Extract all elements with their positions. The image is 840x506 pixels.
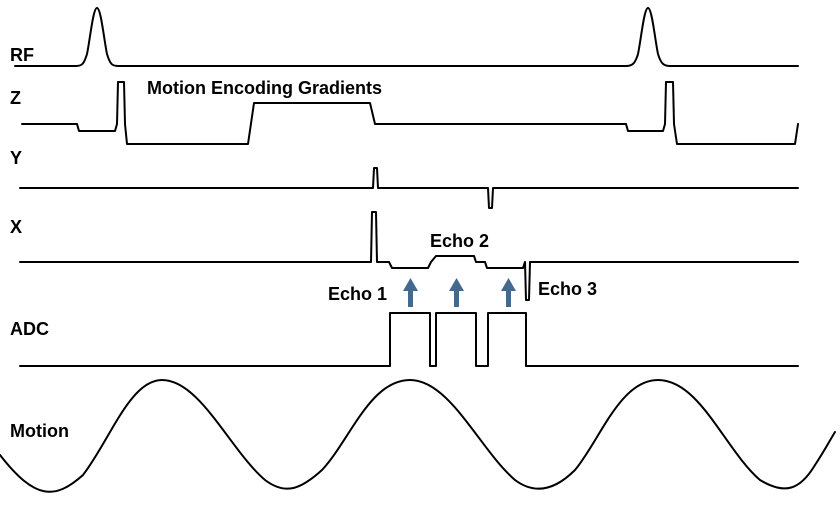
echo1-label: Echo 1	[328, 284, 387, 304]
adc-trace	[19, 312, 799, 367]
channel-label-z: Z	[10, 88, 21, 108]
echo1-arrow	[403, 278, 418, 307]
rf-trace	[14, 7, 799, 67]
motion-encoding-label: Motion Encoding Gradients	[147, 78, 382, 98]
channel-label-adc: ADC	[10, 319, 49, 339]
channel-label-y: Y	[10, 148, 22, 168]
channel-label-motion: Motion	[10, 421, 69, 441]
z-gradient-trace	[21, 81, 799, 145]
channel-label-x: X	[10, 217, 22, 237]
echo3-arrow	[501, 278, 516, 307]
echo2-arrow	[449, 278, 464, 307]
x-gradient-trace	[19, 211, 799, 301]
channel-label-rf: RF	[10, 45, 34, 65]
echo2-label: Echo 2	[430, 231, 489, 251]
y-gradient-trace	[19, 167, 799, 209]
echo3-label: Echo 3	[538, 279, 597, 299]
motion-waveform	[0, 379, 836, 493]
